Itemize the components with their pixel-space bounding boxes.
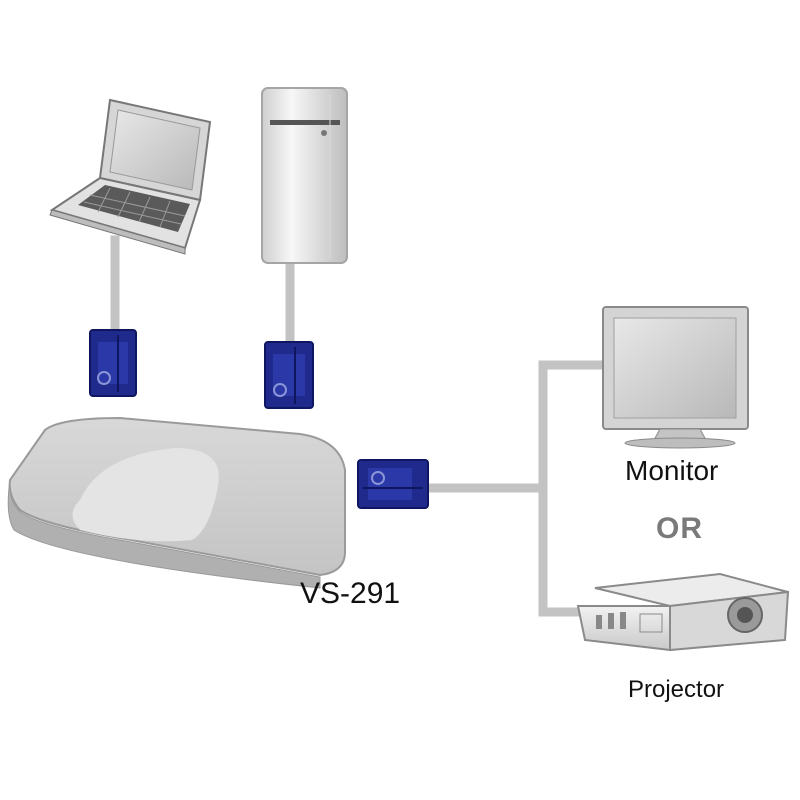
vga-connector-icon xyxy=(357,459,429,509)
monitor-icon xyxy=(602,306,749,449)
or-label: OR xyxy=(656,512,703,545)
vga-connector-icon xyxy=(264,341,314,409)
laptop-icon xyxy=(49,98,212,255)
tower-pc-icon xyxy=(261,87,348,264)
monitor-label: Monitor xyxy=(625,455,719,486)
device-label: VS-291 xyxy=(300,577,401,610)
switch-box-icon xyxy=(7,416,346,589)
projector-icon xyxy=(576,572,790,652)
vga-connector-icon xyxy=(89,329,137,397)
cable-monitor xyxy=(538,360,610,617)
cables xyxy=(110,235,610,617)
projector-label: Projector xyxy=(628,676,725,703)
